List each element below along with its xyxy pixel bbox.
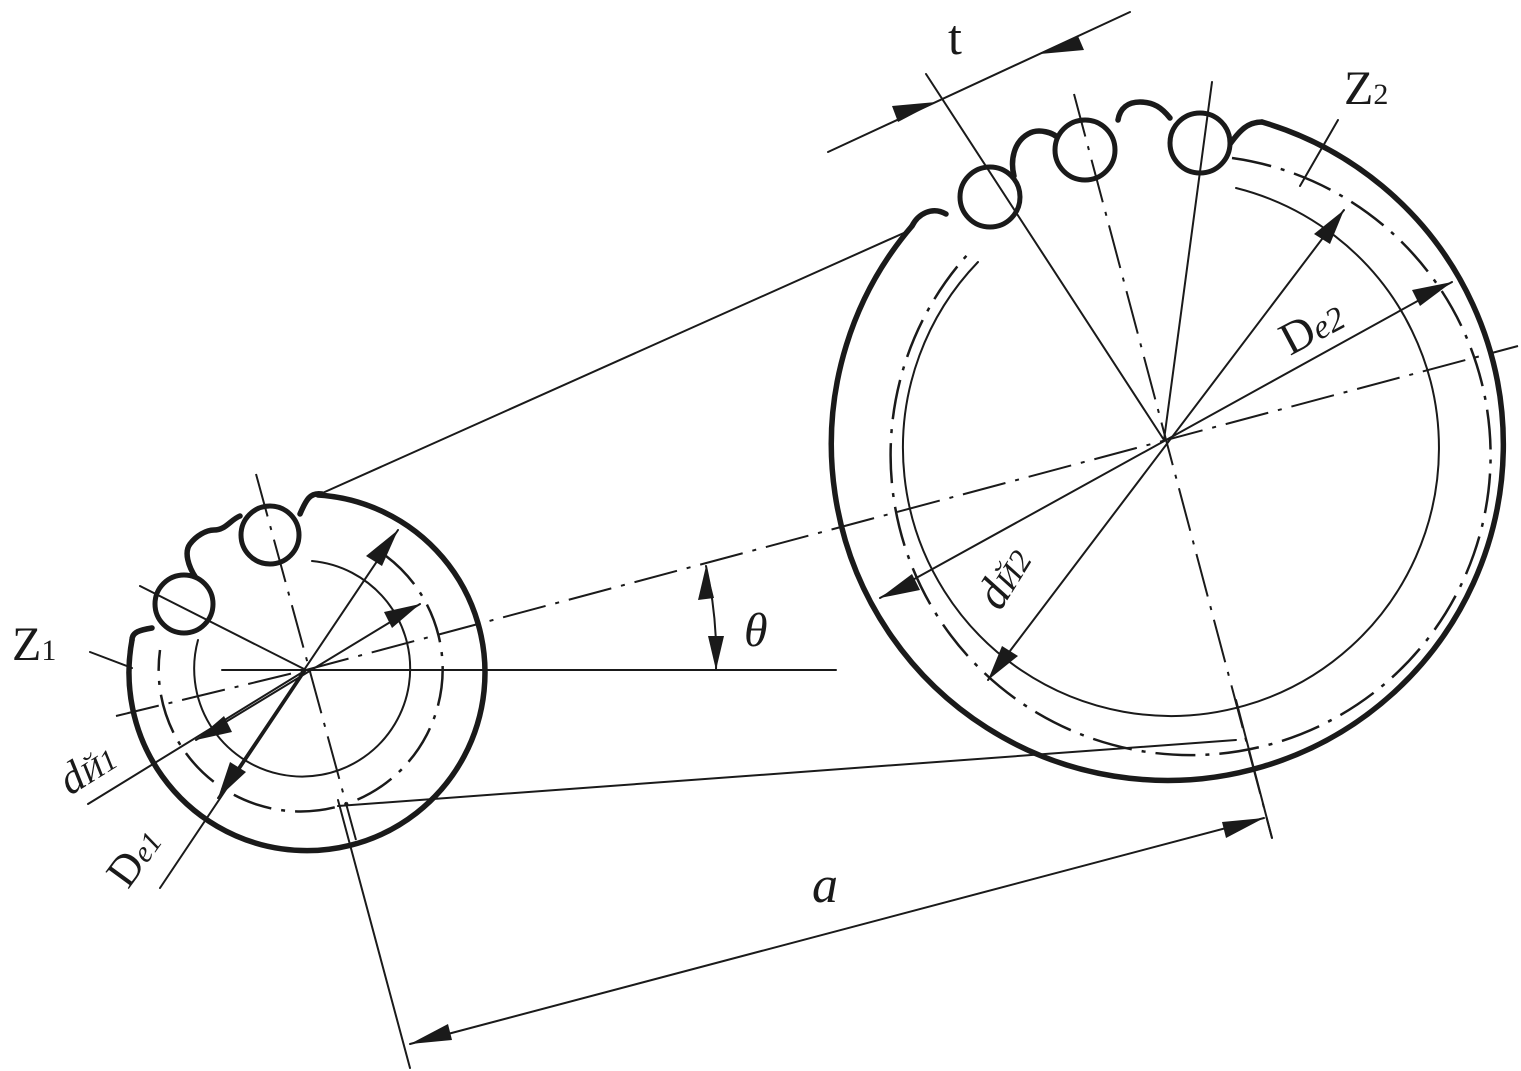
chain-upper-strand [317,231,907,496]
driver-sprocket-outline [126,492,488,854]
a-dimension-line [409,817,1265,1045]
dimension-arrows [195,11,1453,1069]
de1-arrow-bottom [218,762,246,798]
a-arrow-left [410,1024,452,1044]
driven-roller-2 [1052,117,1118,183]
t-arrow-left [892,102,936,122]
driven-sprocket-teeth [909,99,1265,229]
driven-radial-3 [1163,81,1213,441]
label-a: a [812,857,838,914]
driver-axis-line [255,473,357,841]
t-arrow-right [1040,36,1084,54]
label-z2: Z2 [1344,62,1388,115]
label-z1: Z1 [12,618,56,671]
a-arrow-right [1222,818,1264,838]
theta-arrow-bottom [708,636,724,670]
dd1-arrow-top [384,604,420,628]
de1-dimension-line [217,529,399,799]
driven-z2-line [1299,119,1339,187]
label-pitch-t: t [948,9,962,65]
label-de2: De2 [1271,289,1353,365]
de2-arrow-right [1412,282,1452,306]
driven-sprocket [828,99,1507,784]
driven-roller-1 [957,164,1023,230]
driver-pitch-circle [157,555,444,813]
driver-dash-extension [115,669,307,717]
de1-arrow-top [366,530,398,566]
a-extension-right [1235,699,1273,839]
driven-radial-1 [925,73,1165,441]
driven-root-circle [901,187,1440,717]
driver-roller-1 [152,572,216,636]
de2-arrow-left [880,574,920,598]
driver-z-line [89,651,133,669]
driver-root-circle [193,560,412,778]
driver-d-line [87,669,307,805]
label-dd2: dЙ2 [965,538,1041,618]
dd1-arrow-bottom [196,716,232,740]
t-dimension-line [827,11,1131,153]
driver-sprocket [126,490,488,854]
de2-dimension-line [879,281,1453,599]
chain-lower-strand [337,739,1237,807]
driver-roller-2 [238,503,302,567]
driven-pitch-circle [889,156,1492,757]
label-dd1: dЙ1 [49,732,125,805]
label-de1: De1 [96,818,171,895]
a-extension-left [337,799,411,1069]
centre-lines [87,73,1519,889]
driver-radial-line [139,585,307,671]
dd1-dimension-line [195,603,421,741]
dd2-dimension-line [987,209,1345,681]
dd2-arrow-top [1314,210,1344,244]
dd2-arrow-bottom [988,646,1018,680]
driven-sprocket-outline [828,119,1507,784]
theta-arrow-top [698,566,714,600]
label-theta: θ [744,604,768,657]
centre-line-connecting [305,345,1519,671]
